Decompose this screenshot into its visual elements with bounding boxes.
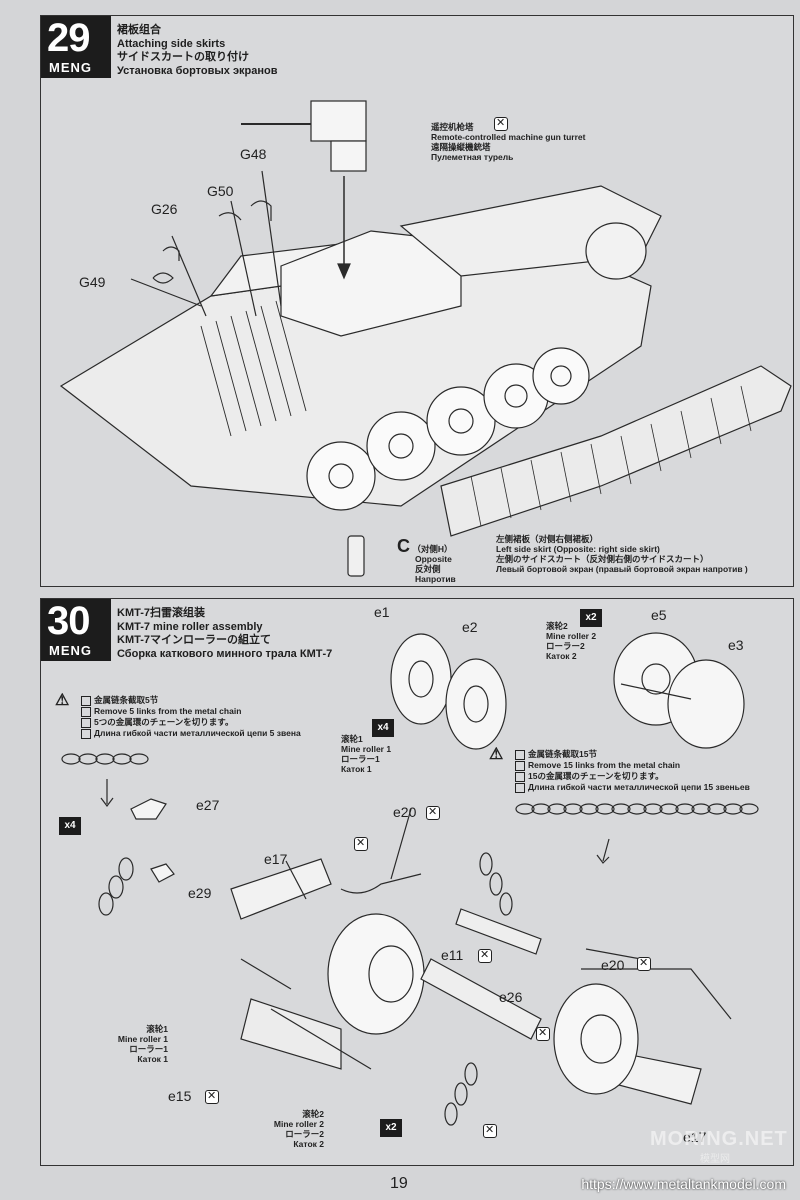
brand-logo: MENG — [49, 643, 92, 658]
part-e17b-label: e17 — [683, 1129, 707, 1145]
no-glue-icon — [637, 956, 651, 971]
quantity-badge: x2 — [580, 609, 602, 627]
watermark: MORING.NET — [650, 1128, 788, 1150]
no-glue-icon — [536, 1026, 550, 1041]
no-glue-icon — [478, 948, 492, 963]
part-e15-label: e15 — [168, 1088, 192, 1104]
part-g48-label: G48 — [240, 146, 267, 162]
part-e20b-label: e20 — [601, 957, 625, 973]
step-number: 29 — [47, 16, 90, 60]
no-glue-icon — [426, 805, 440, 820]
turret-callout: 遥控机枪塔 Remote-controlled machine gun turr… — [431, 122, 586, 162]
no-glue-icon — [205, 1089, 219, 1104]
part-g50-label: G50 — [207, 183, 234, 199]
brand-logo: MENG — [49, 60, 92, 75]
roller1-callout: 滚轮1 Mine roller 1 ローラー1 Каток 1 — [341, 734, 392, 774]
chain-15-warning: ⚠ 金属链条截取15节 Remove 15 links from the met… — [489, 746, 750, 793]
roller2-callout-2: 滚轮2 Mine roller 2 ローラー2 Каток 2 — [273, 1109, 324, 1149]
part-e26-label: e26 — [499, 989, 523, 1005]
quantity-badge: x2 — [380, 1119, 402, 1137]
quantity-badge: x4 — [372, 719, 394, 737]
no-glue-icon — [354, 836, 368, 851]
part-e27-label: e27 — [196, 797, 220, 813]
step-29-title: 裙板组合 Attaching side skirts サイドスカートの取り付け … — [117, 24, 278, 78]
part-e29-label: e29 — [188, 885, 212, 901]
warning-icon: ⚠ — [55, 692, 70, 709]
part-e5-label: e5 — [651, 607, 667, 623]
no-glue-icon — [483, 1123, 497, 1138]
quantity-badge: x4 — [59, 817, 81, 835]
part-g26-label: G26 — [151, 201, 178, 217]
roller1-callout-2: 滚轮1 Mine roller 1 ローラー1 Каток 1 — [117, 1024, 168, 1064]
watermark-sub: 模型网 — [700, 1154, 730, 1165]
no-glue-icon — [494, 116, 508, 131]
roller2-callout: 滚轮2 Mine roller 2 ローラー2 Каток 2 — [546, 621, 597, 661]
step-29-panel: 29 MENG 裙板组合 Attaching side skirts サイドスカ… — [40, 15, 794, 587]
step-29-badge: 29 MENG — [41, 16, 111, 78]
step-30-title: KMT-7扫雷滚组装 KMT-7 mine roller assembly KM… — [117, 607, 333, 660]
title-en: Attaching side skirts — [117, 37, 226, 50]
part-c-callout: C （对侧H） Opposite 反対側 Напротив — [397, 536, 456, 584]
part-e17-label: e17 — [264, 851, 288, 867]
part-e11-label: e11 — [441, 947, 464, 963]
title-jp: サイドスカートの取り付け — [117, 51, 249, 63]
part-e1-label: e1 — [374, 604, 390, 620]
warning-icon: ⚠ — [489, 746, 504, 763]
part-e2-label: e2 — [462, 619, 478, 635]
chain-5-warning: ⚠ 金属链条截取5节 Remove 5 links from the metal… — [55, 692, 301, 739]
title-cn: 裙板组合 — [117, 24, 161, 36]
page-number: 19 — [390, 1175, 408, 1192]
part-g49-label: G49 — [79, 274, 106, 290]
part-e20-label: e20 — [393, 804, 417, 820]
title-ru: Установка бортовых экранов — [117, 64, 278, 77]
step-30-panel: 30 MENG KMT-7扫雷滚组装 KMT-7 mine roller ass… — [40, 598, 794, 1166]
source-url: https://www.metaltankmodel.com — [581, 1176, 786, 1192]
side-skirt-callout: 左侧裙板（对侧右侧裙板） Left side skirt (Opposite: … — [496, 534, 748, 574]
step-number: 30 — [47, 599, 90, 643]
step-30-badge: 30 MENG — [41, 599, 111, 661]
tank-illustration — [59, 100, 792, 577]
part-e3-label: e3 — [728, 637, 744, 653]
mine-roller-illustration — [61, 632, 759, 1126]
